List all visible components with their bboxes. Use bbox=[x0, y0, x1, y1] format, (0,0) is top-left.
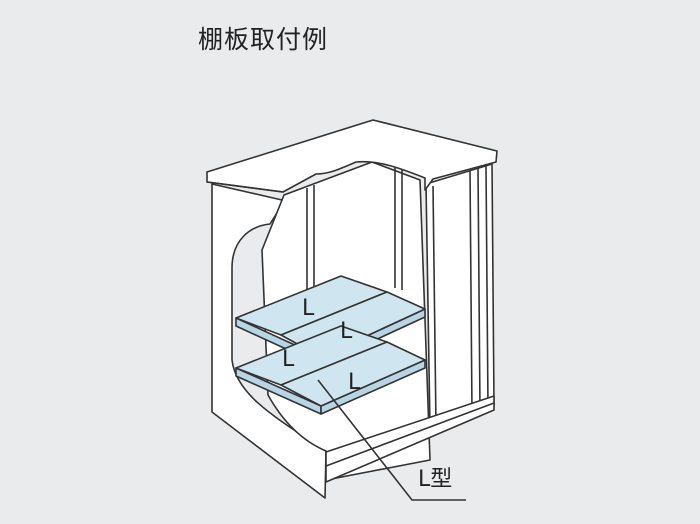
base-rail-line bbox=[325, 402, 495, 467]
right-frame-post-3 bbox=[485, 165, 489, 409]
right-frame-inner bbox=[432, 185, 437, 427]
cabinet-base-rail bbox=[325, 395, 495, 483]
page-title: 棚板取付例 bbox=[198, 25, 329, 54]
callout-leader bbox=[317, 379, 466, 501]
cabinet-top-board bbox=[206, 119, 498, 193]
lower-shelf-right-board bbox=[280, 341, 426, 407]
shelf-label-lower-right: L bbox=[348, 370, 361, 395]
top-board-edge bbox=[206, 181, 284, 193]
right-frame-post-1 bbox=[469, 170, 473, 414]
shelf-label-upper-left: L bbox=[302, 296, 315, 321]
callout-label: L型 bbox=[418, 467, 452, 492]
right-frame-post-2 bbox=[477, 167, 481, 412]
shelf-label-upper-right: L bbox=[340, 319, 353, 344]
shelf-label-lower-left: L bbox=[282, 347, 295, 372]
